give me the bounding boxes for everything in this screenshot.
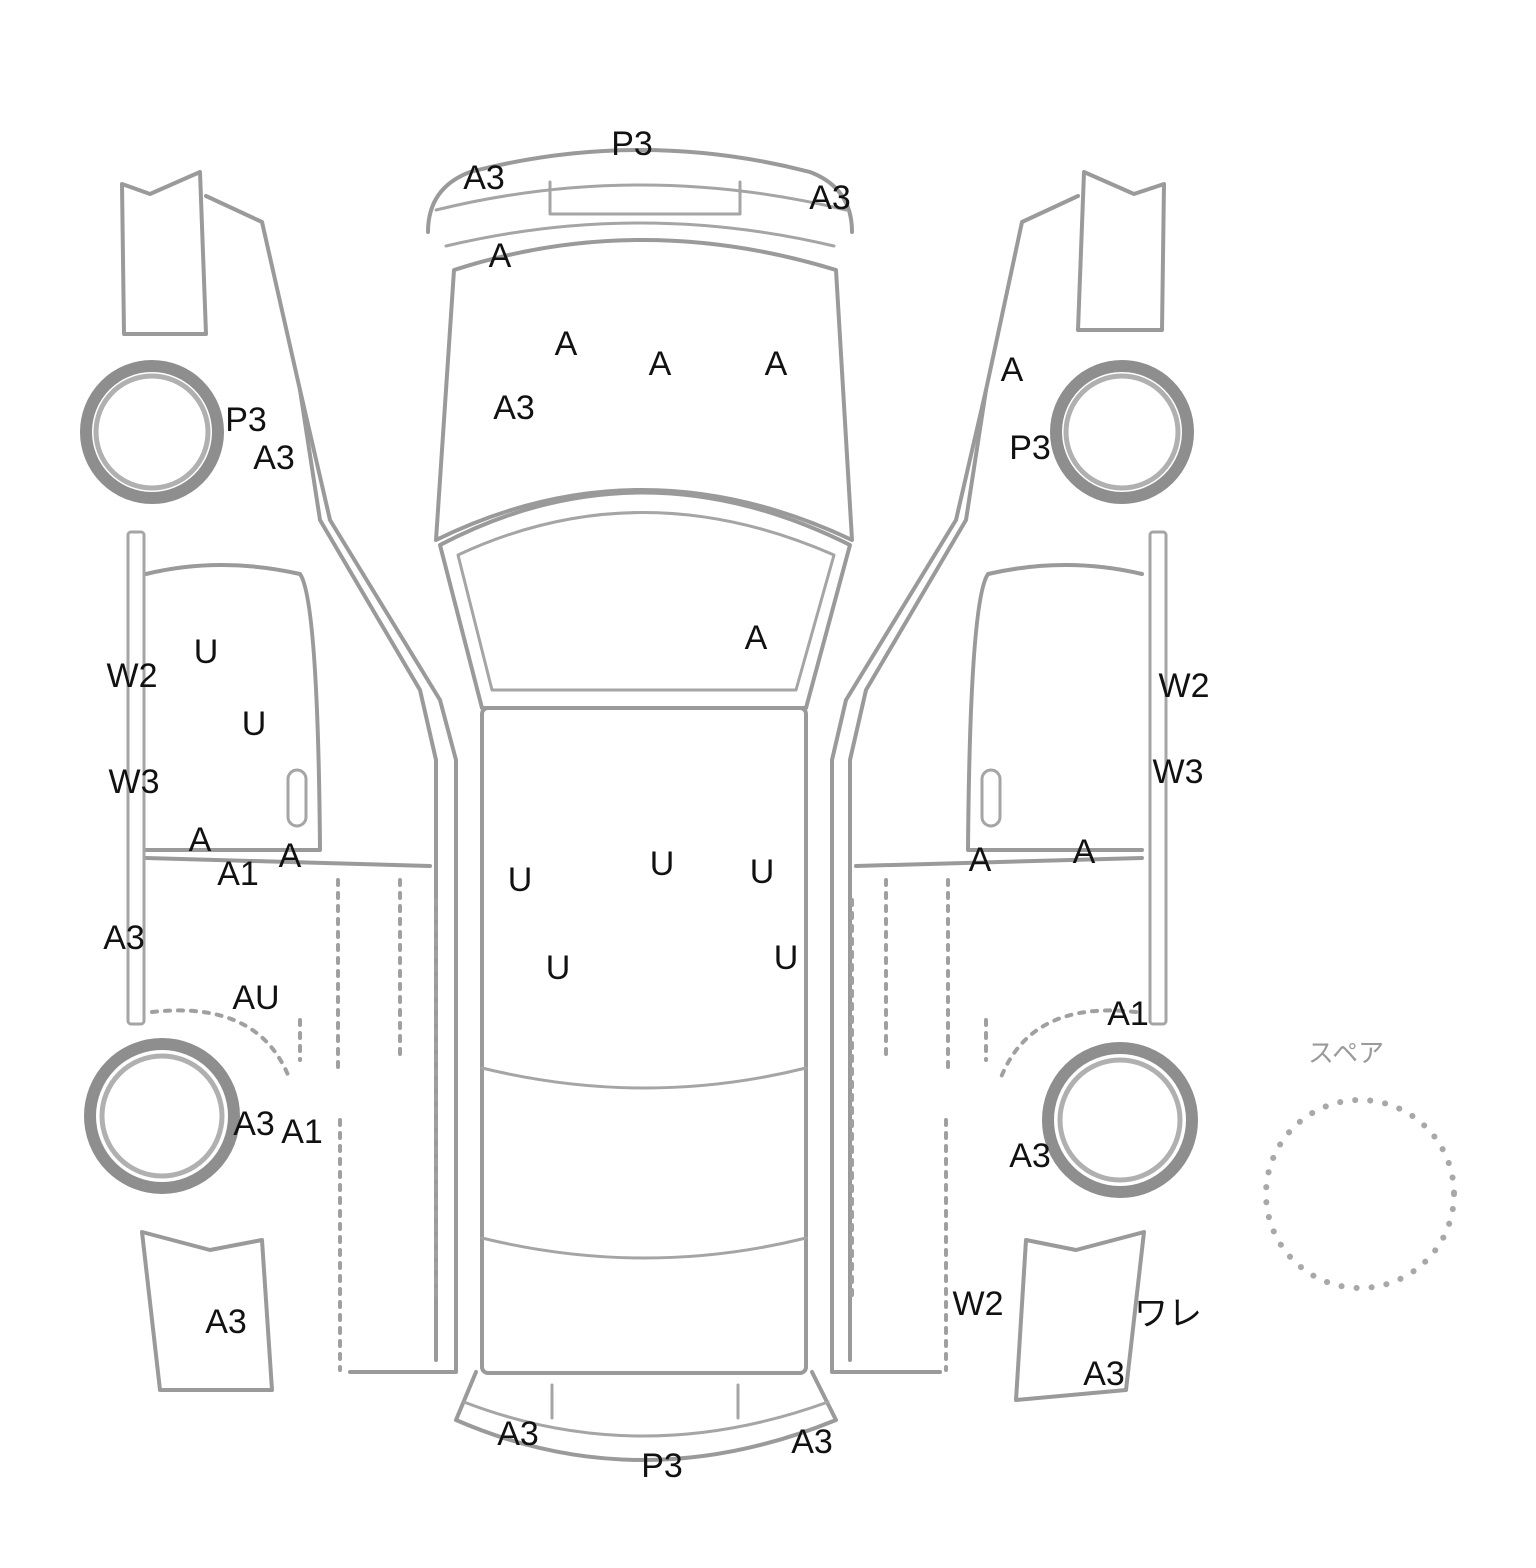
mark-left-door: A	[279, 837, 302, 875]
mark-roof: U	[650, 845, 675, 883]
left-front-tire	[80, 360, 224, 504]
right-rear-quarter-outline	[1076, 170, 1166, 332]
left-rear-tire	[84, 1038, 240, 1194]
mark-left-front-door: A3	[103, 919, 145, 957]
left-rear-quarter-outline	[120, 170, 208, 336]
right-side-strip	[1148, 530, 1168, 1026]
roof-outline	[480, 706, 808, 1375]
spare-label: スペア	[1308, 1039, 1384, 1069]
mark-right-front-wheel: A3	[1009, 1137, 1051, 1175]
mark-rear-panel: A	[489, 237, 512, 275]
mark-roof: U	[774, 939, 799, 977]
rear-bumper-outline	[426, 148, 854, 234]
mark-trunk: A	[649, 345, 672, 383]
mark-front-bumper-right: A3	[791, 1423, 833, 1461]
right-front-tire	[1050, 360, 1194, 504]
inspection-marks: P3 A3 A3 A A A A A3 A U U U U U A3 A3 P3…	[103, 125, 1209, 1485]
mark-left-door: A	[189, 821, 212, 859]
mark-trunk: A	[555, 325, 578, 363]
mark-trunk: A3	[493, 389, 535, 427]
mark-rear-bumper-center: P3	[611, 125, 653, 163]
right-rear-tire	[1042, 1042, 1198, 1198]
mark-rear-window: A	[745, 619, 768, 657]
mark-front-bumper-center: P3	[641, 1447, 683, 1485]
mark-left-door: U	[194, 633, 219, 671]
mark-left-door: A1	[217, 855, 259, 893]
mark-trunk: A	[765, 345, 788, 383]
mark-right-door: A	[969, 841, 992, 879]
mark-left-front-fender: A3	[205, 1303, 247, 1341]
left-side-strip	[126, 530, 146, 1026]
mark-left-front-wheel: A3	[233, 1105, 275, 1143]
mark-right-side-strip: W2	[1159, 667, 1210, 705]
mark-left-side-strip: W2	[107, 657, 158, 695]
mark-left-door: U	[242, 705, 267, 743]
mark-front-bumper-left: A3	[497, 1415, 539, 1453]
mark-right-front-fender: W2	[953, 1285, 1004, 1323]
trunk-outline	[434, 238, 854, 542]
car-top-view	[426, 148, 854, 1462]
car-left-side-view	[80, 170, 458, 1392]
mark-left-rear-wheel: P3	[225, 401, 267, 439]
mark-right-rear-wheel: P3	[1009, 429, 1051, 467]
rear-window-outline	[438, 490, 852, 710]
right-door-panels	[966, 563, 1144, 852]
mark-left-side-strip: W3	[109, 763, 160, 801]
left-door-panels	[144, 563, 322, 852]
car-right-side-view	[830, 170, 1198, 1402]
mark-right-front-door: A1	[1107, 995, 1149, 1033]
mark-right-front-lamp: ワレ	[1134, 1295, 1202, 1333]
front-bumper-outline	[454, 1370, 838, 1462]
mark-right-front-fender: A3	[1083, 1355, 1125, 1393]
mark-rear-bumper-right: A3	[809, 179, 851, 217]
mark-right-door: A	[1073, 833, 1096, 871]
spare-tire: スペア	[1263, 1039, 1457, 1291]
mark-rear-bumper-left: A3	[463, 159, 505, 197]
mark-right-rear-fender: A	[1001, 351, 1024, 389]
mark-left-front-door: AU	[232, 979, 279, 1017]
spare-tire-outline	[1263, 1097, 1457, 1291]
mark-left-rear-fender: A3	[253, 439, 295, 477]
mark-right-side-strip: W3	[1153, 753, 1204, 791]
mark-roof: U	[508, 861, 533, 899]
mark-roof: U	[546, 949, 571, 987]
mark-left-front-wheel: A1	[281, 1113, 323, 1151]
mark-roof: U	[750, 853, 775, 891]
